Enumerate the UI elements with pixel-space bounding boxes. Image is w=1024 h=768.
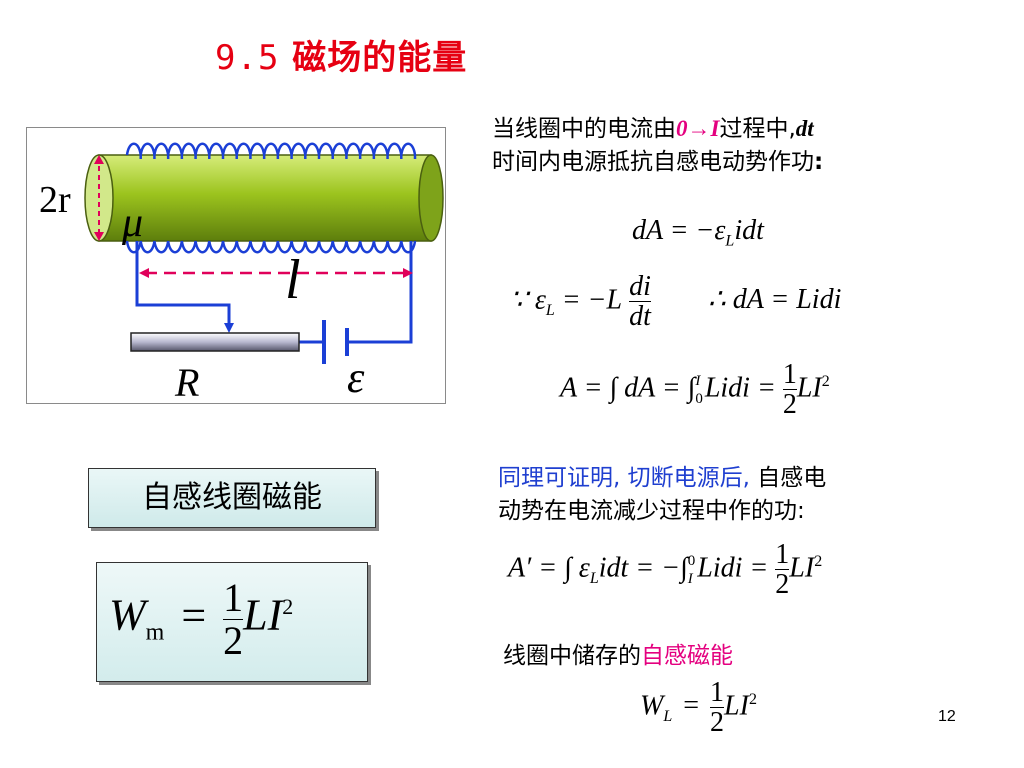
stored-energy-text: 线圈中储存的自感磁能 bbox=[503, 640, 733, 673]
integral-lower: 0 bbox=[695, 390, 703, 407]
text-span: 动势在电流减少过程中作的功: bbox=[498, 498, 805, 524]
label-emf: ε bbox=[347, 353, 365, 402]
text-span: 过程中, bbox=[719, 116, 796, 142]
fraction: 1 2 bbox=[223, 575, 244, 663]
fraction: 1 2 bbox=[775, 539, 790, 601]
resistor bbox=[130, 332, 300, 352]
numerator: 1 bbox=[223, 575, 244, 620]
eq-text: Lidi = bbox=[704, 372, 776, 404]
eq-text: idt = −∫ bbox=[598, 552, 688, 584]
eq-superscript: 2 bbox=[748, 690, 757, 708]
text-span: 自感磁能 bbox=[641, 643, 733, 669]
eq-text: dA = −ε bbox=[632, 215, 726, 246]
energy-formula-box: Wm = 1 2 LI2 bbox=[96, 562, 368, 682]
text-span: : bbox=[814, 149, 824, 175]
eq-text: ∵ ε bbox=[510, 284, 546, 316]
section-number: 9.5 bbox=[215, 38, 280, 78]
text-span: 同理可证明, 切断电源后, bbox=[498, 465, 750, 491]
text-span: 时间内电源抵抗自感电动势作功 bbox=[492, 149, 814, 175]
solenoid-figure: 2r μ l R ε bbox=[26, 127, 446, 405]
eq-superscript: 2 bbox=[282, 593, 294, 619]
eq-text: Lidi = bbox=[697, 552, 769, 584]
eq-text: = −L bbox=[554, 284, 623, 316]
fraction: 1 2 bbox=[710, 677, 725, 739]
coil-windings bbox=[125, 142, 417, 254]
page-number: 12 bbox=[938, 708, 956, 725]
text-span: 线圈中储存的 bbox=[503, 643, 641, 669]
label-length: l bbox=[285, 249, 301, 311]
solenoid-diagram: 2r μ l R ε bbox=[39, 142, 444, 405]
eq-superscript: 2 bbox=[821, 372, 830, 390]
equation-emf-relation: ∵ εL = −L di dt ∴ dA = Lidi bbox=[510, 272, 841, 332]
intro-paragraph: 当线圈中的电流由0→I过程中,dt 时间内电源抵抗自感电动势作功: bbox=[492, 112, 823, 179]
integral-upper: 0 bbox=[687, 552, 696, 569]
equation-stored-energy: WL = 1 2 LI2 bbox=[640, 678, 757, 738]
eq-text: W bbox=[640, 690, 664, 722]
eq-text: LI bbox=[243, 590, 283, 640]
numerator: 1 bbox=[775, 539, 790, 570]
eq-subscript: L bbox=[663, 707, 673, 725]
equation-work-element: dA = −εLidt bbox=[632, 215, 764, 251]
energy-formula: Wm = 1 2 LI2 bbox=[109, 577, 293, 662]
current-range: 0→I bbox=[676, 116, 720, 141]
denominator: 2 bbox=[710, 707, 725, 739]
fraction: 1 2 bbox=[782, 359, 797, 421]
denominator: 2 bbox=[223, 618, 244, 663]
eq-text: LI bbox=[796, 372, 822, 404]
eq-text: A = ∫ dA = ∫ bbox=[560, 372, 696, 404]
label-2r: 2r bbox=[39, 179, 71, 221]
integral-lower: I bbox=[687, 570, 693, 587]
section-title: 磁场的能量 bbox=[292, 38, 468, 78]
lead-left bbox=[135, 241, 231, 326]
eq-text: = bbox=[181, 590, 207, 640]
eq-subscript: m bbox=[145, 619, 165, 646]
solenoid-core bbox=[98, 154, 432, 242]
denominator: 2 bbox=[775, 569, 790, 601]
eq-text: = bbox=[683, 690, 700, 722]
numerator: 1 bbox=[782, 359, 797, 390]
text-span: 自感电 bbox=[749, 465, 827, 491]
text-span: 当线圈中的电流由 bbox=[492, 116, 676, 142]
eq-text: idt bbox=[734, 215, 764, 246]
page-title: 9.5 磁场的能量 bbox=[215, 30, 467, 79]
denominator: dt bbox=[629, 301, 651, 333]
eq-subscript: L bbox=[545, 301, 555, 319]
eq-text: W bbox=[109, 590, 146, 640]
energy-label-box: 自感线圈磁能 bbox=[88, 468, 376, 528]
fraction: di dt bbox=[629, 272, 651, 332]
eq-text: ∴ dA = Lidi bbox=[707, 284, 842, 316]
second-paragraph: 同理可证明, 切断电源后, 自感电 动势在电流减少过程中作的功: bbox=[498, 462, 826, 528]
eq-subscript: L bbox=[589, 569, 599, 587]
label-resistor: R bbox=[174, 360, 199, 403]
label-mu: μ bbox=[121, 200, 143, 246]
numerator: di bbox=[629, 271, 651, 302]
eq-text: LI bbox=[724, 690, 749, 722]
eq-superscript: 2 bbox=[814, 552, 823, 570]
eq-text: LI bbox=[789, 552, 815, 584]
lead-right bbox=[347, 241, 413, 344]
denominator: 2 bbox=[782, 389, 797, 421]
numerator: 1 bbox=[710, 677, 725, 708]
eq-text: A′ = ∫ ε bbox=[508, 552, 590, 584]
energy-label: 自感线圈磁能 bbox=[142, 480, 322, 515]
dt-symbol: dt bbox=[795, 116, 814, 141]
eq-subscript: L bbox=[725, 232, 735, 250]
integral-upper: I bbox=[695, 372, 701, 389]
